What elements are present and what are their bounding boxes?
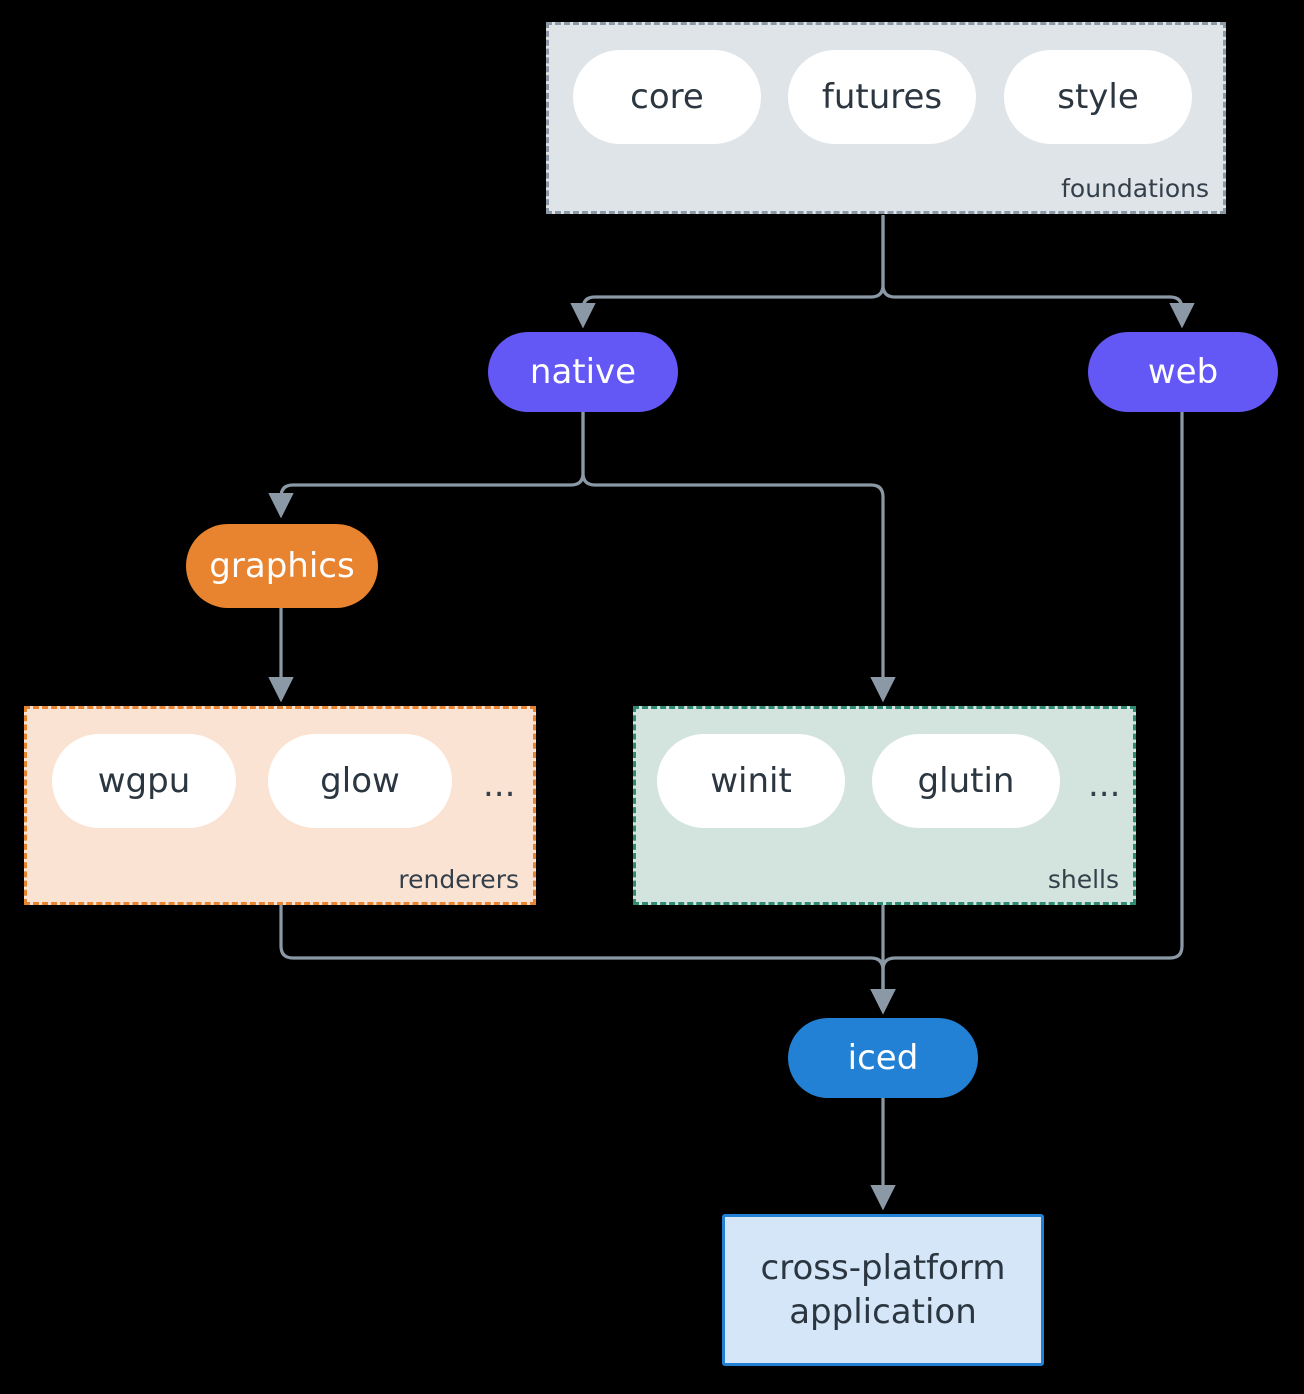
node-futures[interactable]: futures xyxy=(788,50,976,144)
node-shells-more: ... xyxy=(1088,768,1120,802)
node-application[interactable]: cross-platform application xyxy=(722,1214,1044,1366)
node-label-core: core xyxy=(630,77,704,117)
edge-foundations-web xyxy=(881,215,1195,329)
edge-native-shells xyxy=(581,412,896,703)
node-label-wgpu: wgpu xyxy=(97,761,191,801)
node-label-native: native xyxy=(529,352,637,392)
node-style[interactable]: style xyxy=(1004,50,1192,144)
node-label-style: style xyxy=(1057,77,1139,117)
node-graphics[interactable]: graphics xyxy=(186,524,378,608)
node-iced[interactable]: iced xyxy=(788,1018,978,1098)
group-label-foundations: foundations xyxy=(1061,174,1209,203)
node-application-line2: application xyxy=(789,1292,977,1332)
node-glow[interactable]: glow xyxy=(268,734,452,828)
node-label-renderers-more: ... xyxy=(483,765,516,805)
node-label-glutin: glutin xyxy=(917,761,1015,801)
node-wgpu[interactable]: wgpu xyxy=(52,734,236,828)
node-web[interactable]: web xyxy=(1088,332,1278,412)
node-application-text: cross-platform application xyxy=(761,1246,1006,1334)
edge-foundations-native xyxy=(570,215,885,329)
node-native[interactable]: native xyxy=(488,332,678,412)
group-label-renderers: renderers xyxy=(398,865,519,894)
node-label-iced: iced xyxy=(847,1038,919,1078)
node-renderers-more: ... xyxy=(483,768,515,802)
node-winit[interactable]: winit xyxy=(657,734,845,828)
node-application-line1: cross-platform xyxy=(760,1247,1006,1288)
edge-native-graphics xyxy=(268,412,585,519)
group-label-shells: shells xyxy=(1047,865,1119,894)
node-label-glow: glow xyxy=(320,761,400,801)
edge-renderers-iced xyxy=(279,905,896,1015)
node-label-futures: futures xyxy=(821,77,943,117)
node-label-winit: winit xyxy=(710,761,792,801)
node-label-web: web xyxy=(1147,352,1219,392)
node-glutin[interactable]: glutin xyxy=(872,734,1060,828)
node-label-graphics: graphics xyxy=(209,546,355,586)
node-core[interactable]: core xyxy=(573,50,761,144)
node-label-shells-more: ... xyxy=(1088,765,1121,805)
